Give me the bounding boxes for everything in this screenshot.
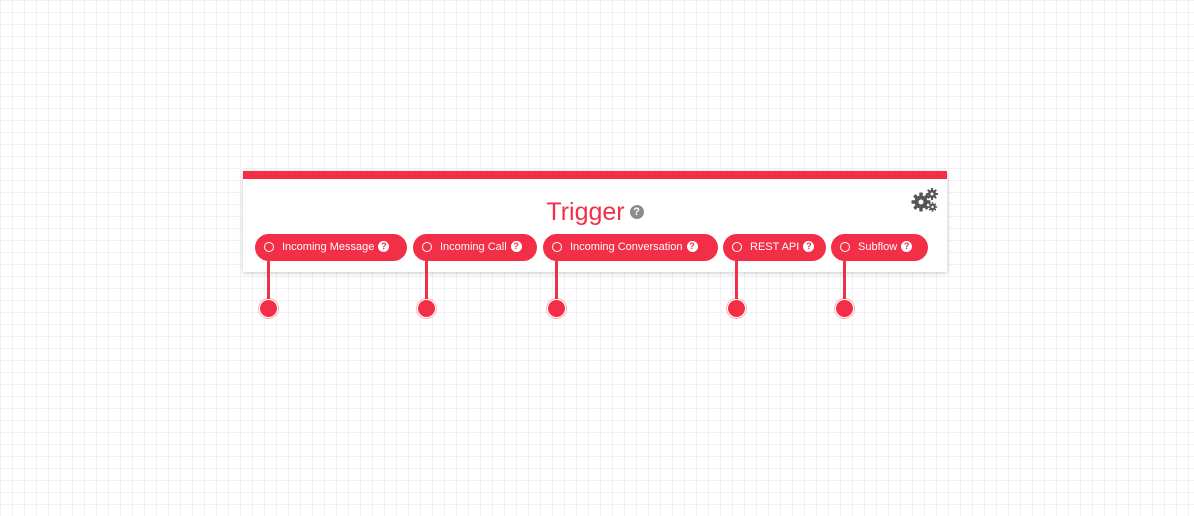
connector-handle-incoming-conversation[interactable]	[548, 300, 565, 317]
transition-incoming-conversation[interactable]: Incoming Conversation?	[543, 234, 718, 261]
connector-handle-rest-api[interactable]	[728, 300, 745, 317]
help-icon[interactable]: ?	[510, 241, 522, 252]
help-icon[interactable]: ?	[629, 205, 644, 219]
connector-line	[267, 261, 270, 303]
help-icon[interactable]: ?	[803, 241, 815, 252]
connector-handle-incoming-call[interactable]	[418, 300, 435, 317]
transition-incoming-call[interactable]: Incoming Call?	[413, 234, 537, 261]
radio-ring-icon	[264, 241, 274, 252]
transition-incoming-message[interactable]: Incoming Message?	[255, 234, 407, 261]
transition-subflow[interactable]: Subflow?	[831, 234, 928, 261]
connector-handle-subflow[interactable]	[836, 300, 853, 317]
trigger-widget[interactable]: Trigger?	[243, 171, 947, 272]
radio-ring-icon	[732, 241, 742, 252]
connector-line	[425, 261, 428, 303]
help-icon[interactable]: ?	[901, 241, 913, 252]
help-icon[interactable]: ?	[686, 241, 698, 252]
gears-icon[interactable]	[911, 187, 939, 213]
connector-line	[555, 261, 558, 303]
widget-title: Trigger	[546, 198, 625, 226]
radio-ring-icon	[840, 241, 850, 252]
radio-ring-icon	[422, 241, 432, 252]
help-icon[interactable]: ?	[378, 241, 390, 252]
widget-header: Trigger?	[243, 197, 947, 227]
connector-line	[735, 261, 738, 303]
connector-line	[843, 261, 846, 303]
connector-handle-incoming-message[interactable]	[260, 300, 277, 317]
transition-rest-api[interactable]: REST API?	[723, 234, 826, 261]
radio-ring-icon	[552, 241, 562, 252]
